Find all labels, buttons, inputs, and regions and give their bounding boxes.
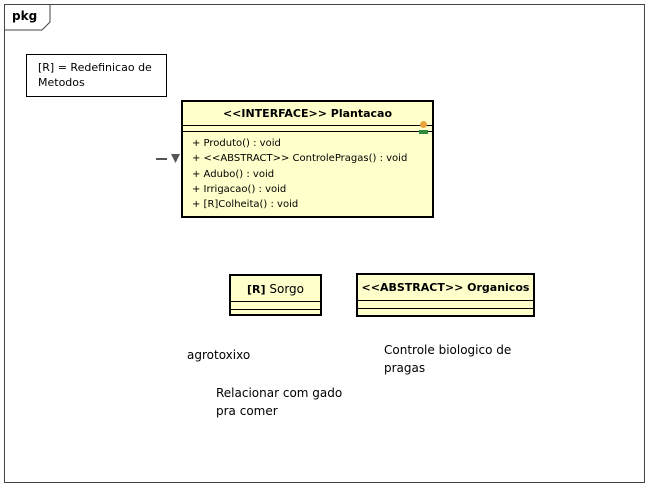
sorgo-name: Sorgo: [269, 282, 304, 296]
operation-produto[interactable]: + Produto() : void: [192, 138, 281, 149]
sorgo-flag: [R]: [247, 283, 266, 296]
class-organicos[interactable]: <<ABSTRACT>> Organicos: [356, 273, 535, 317]
operation-irrigacao[interactable]: + Irrigacao() : void: [192, 183, 287, 195]
package-label: pkg: [12, 9, 38, 23]
operation-compartment: + Produto() : void + <<ABSTRACT>> Contro…: [183, 132, 432, 212]
sorgo-title: [R] Sorgo: [231, 276, 320, 302]
text-controle-biologico[interactable]: Controle biologico de pragas: [384, 343, 512, 375]
organicos-title: <<ABSTRACT>> Organicos: [358, 275, 533, 301]
class-sorgo[interactable]: [R] Sorgo: [229, 274, 322, 316]
organicos-attribute-compartment: [358, 301, 533, 309]
operation-adubo[interactable]: + Adubo() : void: [192, 168, 275, 180]
package-frame: [4, 4, 645, 483]
stereotype-dot-icon: [420, 121, 427, 128]
text-relacionar-gado[interactable]: Relacionar com gado pra comer: [216, 386, 343, 418]
attribute-compartment: [183, 126, 432, 132]
text-agrotoxixo[interactable]: agrotoxixo: [187, 348, 251, 362]
interface-title: <<INTERFACE>> Plantacao: [183, 102, 432, 126]
realization-arrow-icon: [156, 154, 180, 163]
stereotype-mark-icon: [419, 130, 428, 134]
operation-controle-pragas[interactable]: + <<ABSTRACT>> ControlePragas() : void: [192, 153, 408, 165]
sorgo-attribute-compartment: [231, 302, 320, 310]
legend-note[interactable]: [R] = Redefinicao de Metodos: [26, 54, 167, 97]
package-tab: [4, 4, 51, 31]
interface-plantacao[interactable]: <<INTERFACE>> Plantacao + Produto() : vo…: [181, 100, 434, 218]
operation-colheita[interactable]: + [R]Colheita() : void: [192, 199, 299, 211]
